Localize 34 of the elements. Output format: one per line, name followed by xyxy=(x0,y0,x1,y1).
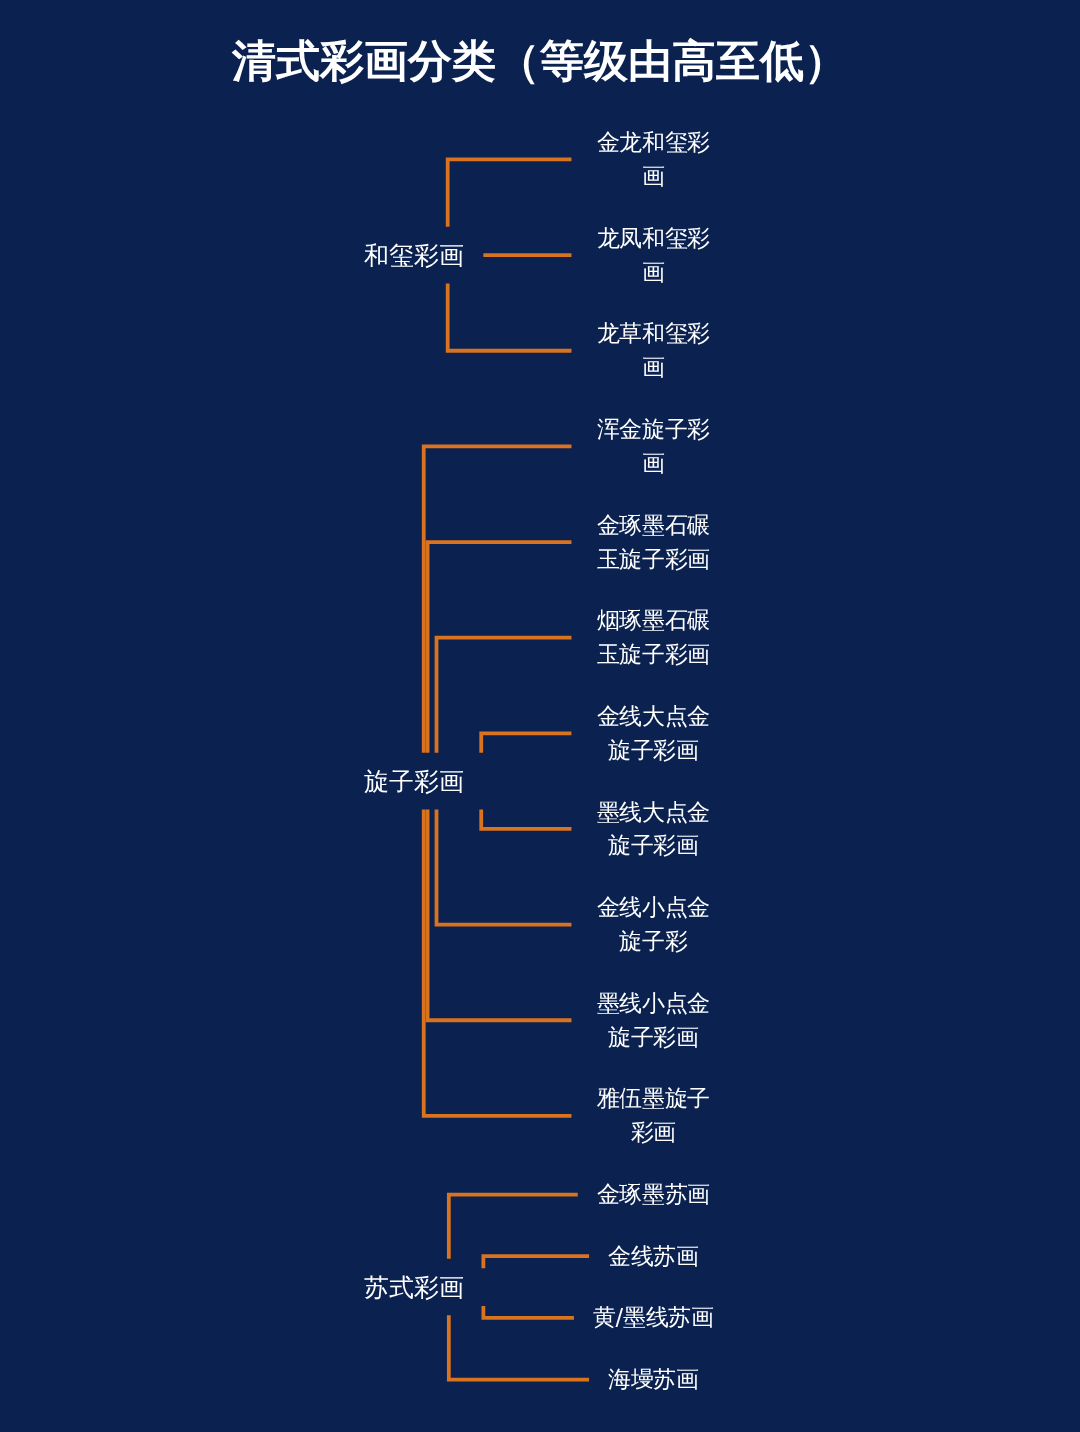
connector xyxy=(481,253,572,257)
node-text: 金琢墨石碾玉旋子彩画 xyxy=(596,511,710,572)
connector xyxy=(481,1305,574,1320)
connector xyxy=(479,731,572,753)
connector xyxy=(434,635,572,753)
node-text: 旋子彩画 xyxy=(363,766,465,796)
node-text: 金线小点金旋子彩 xyxy=(596,894,710,955)
node-text: 黄/墨线苏画 xyxy=(592,1304,714,1331)
connector xyxy=(481,1254,590,1269)
node-text: 龙凤和玺彩画 xyxy=(596,224,710,285)
connector xyxy=(446,1192,578,1259)
connector xyxy=(421,809,572,1118)
node-text: 雅伍墨旋子彩画 xyxy=(596,1085,710,1146)
connector xyxy=(434,809,572,927)
connector xyxy=(425,809,572,1023)
node-text: 苏式彩画 xyxy=(363,1272,465,1302)
node-text: 墨线大点金旋子彩画 xyxy=(596,798,710,859)
connector xyxy=(445,157,572,227)
node-text: 和玺彩画 xyxy=(363,240,465,270)
node-text: 金琢墨苏画 xyxy=(596,1181,710,1208)
node-text: 金线大点金旋子彩画 xyxy=(596,703,710,763)
title: 清式彩画分类（等级由高至低） xyxy=(231,34,849,88)
node-text: 烟琢墨石碾玉旋子彩画 xyxy=(596,607,710,668)
connector xyxy=(421,444,572,753)
connector xyxy=(446,1315,590,1382)
connector xyxy=(445,283,572,353)
node-text: 浑金旋子彩画 xyxy=(596,416,710,476)
node-text: 海墁苏画 xyxy=(607,1366,699,1393)
node-text: 墨线小点金旋子彩画 xyxy=(596,990,710,1050)
connector xyxy=(425,540,572,753)
node-text: 龙草和玺彩画 xyxy=(596,320,710,381)
node-text: 金线苏画 xyxy=(607,1242,699,1269)
connector xyxy=(479,809,572,831)
node-text: 金龙和玺彩画 xyxy=(596,129,710,190)
